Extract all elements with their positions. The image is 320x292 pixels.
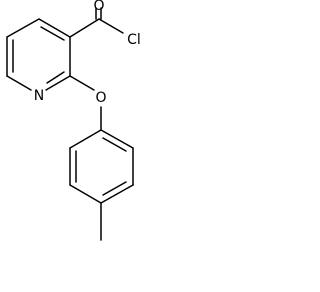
ether-linkage [69, 75, 102, 131]
atom-label-carbonyl-oxygen: O [93, 0, 104, 14]
bond [69, 18, 100, 38]
bond [6, 75, 32, 91]
bond [45, 75, 71, 91]
bond [69, 75, 95, 91]
bond [6, 18, 40, 38]
atom-label-ether-oxygen: O [95, 90, 106, 106]
tolyl-ring [69, 129, 134, 204]
atom-label-chlorine: Cl [127, 32, 141, 48]
acyl-chloride-group [69, 7, 124, 38]
pyridine-ring [6, 18, 71, 91]
bond [69, 129, 102, 149]
bond [100, 129, 134, 149]
chemical-structure-diagram: O Cl N O [6, 0, 141, 241]
atom-label-nitrogen: N [34, 88, 44, 104]
double-bond-line [102, 137, 127, 152]
double-bond-line [102, 181, 127, 196]
bond [98, 18, 124, 34]
bond [38, 18, 71, 38]
double-bond-line [46, 71, 65, 84]
double-bond-line [40, 26, 65, 41]
bond [69, 184, 102, 204]
bond [100, 184, 134, 204]
